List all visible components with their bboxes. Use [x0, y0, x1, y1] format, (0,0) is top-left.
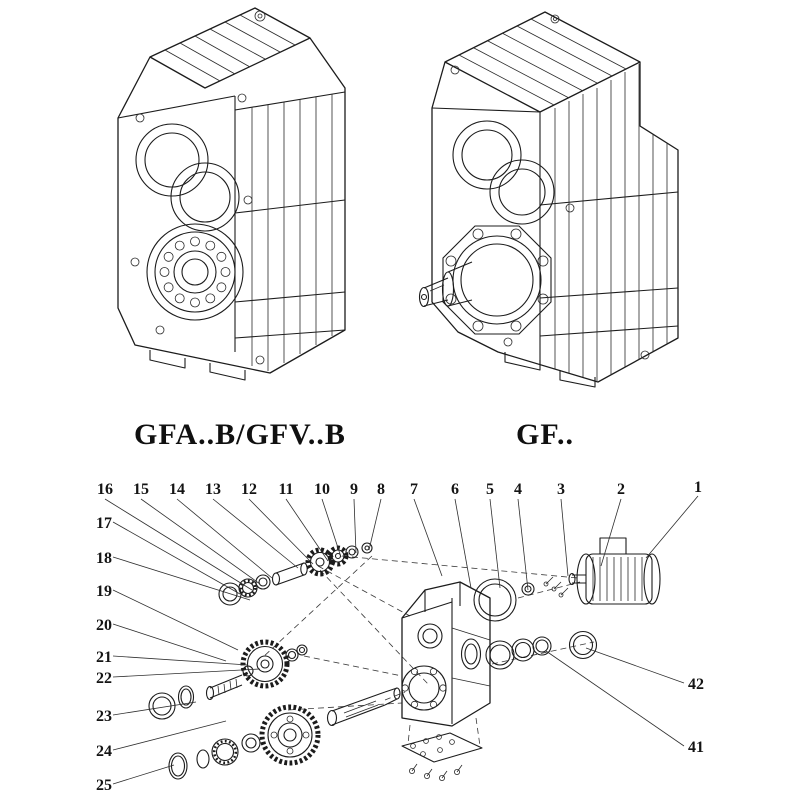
callout-3: 3: [557, 481, 565, 498]
output-bearing: [146, 223, 244, 321]
callout-8: 8: [377, 481, 385, 498]
callout-4: 4: [514, 481, 522, 498]
side-ribs: [554, 64, 668, 381]
input-bores: [135, 123, 240, 232]
leader-lines: [104, 495, 699, 785]
callout-10: 10: [314, 481, 330, 498]
left-figure-label: GFA..B/GFV..B: [134, 418, 346, 451]
callout-22: 22: [96, 670, 112, 687]
gearbox-front-view: [117, 7, 346, 381]
callout-7: 7: [410, 481, 418, 498]
callout-41: 41: [688, 739, 704, 756]
output-flange: [442, 225, 552, 335]
callout-15: 15: [133, 481, 149, 498]
input-pinion-parts: [218, 542, 373, 606]
top-ribs: [164, 14, 296, 82]
plate-screws: [408, 763, 463, 781]
callout-19: 19: [96, 583, 112, 600]
mounting-feet: [149, 350, 246, 381]
callout-42: 42: [688, 676, 704, 693]
motor: [568, 537, 661, 605]
gear-housing: [401, 581, 491, 727]
gasket-plate: [401, 732, 483, 781]
callout-24: 24: [96, 743, 112, 760]
callout-21: 21: [96, 649, 112, 666]
callout-1: 1: [694, 479, 702, 496]
bolt-holes: [130, 10, 266, 365]
input-cover-parts: [473, 576, 569, 622]
right-figure-label: GF..: [516, 418, 574, 451]
callout-17: 17: [96, 515, 112, 532]
callout-12: 12: [241, 481, 257, 498]
top-ribs: [458, 18, 627, 106]
callout-2: 2: [617, 481, 625, 498]
callout-20: 20: [96, 617, 112, 634]
exploded-parts-diagram: 16 15 14 13 12 11 10 9 8 7 6 5 4 3 2 1 1…: [96, 479, 704, 794]
input-bores: [452, 120, 555, 225]
callout-9: 9: [350, 481, 358, 498]
callout-11: 11: [278, 481, 293, 498]
callout-14: 14: [169, 481, 185, 498]
callout-18: 18: [96, 550, 112, 567]
output-shaft-parts: [168, 687, 401, 780]
callout-25: 25: [96, 777, 112, 794]
assembly-axis-lines: [261, 555, 595, 747]
mounting-feet: [504, 352, 596, 388]
callout-23: 23: [96, 708, 112, 725]
output-shaft: [418, 261, 473, 308]
cover-rings: [485, 630, 598, 670]
bolt-holes: [450, 14, 650, 360]
side-ribs: [251, 94, 333, 371]
gearbox-shaft-view: [418, 11, 679, 388]
callout-13: 13: [205, 481, 221, 498]
callout-5: 5: [486, 481, 494, 498]
callout-16: 16: [97, 481, 113, 498]
callout-6: 6: [451, 481, 459, 498]
callout-numbers: 16 15 14 13 12 11 10 9 8 7 6 5 4 3 2 1 1…: [96, 479, 704, 794]
